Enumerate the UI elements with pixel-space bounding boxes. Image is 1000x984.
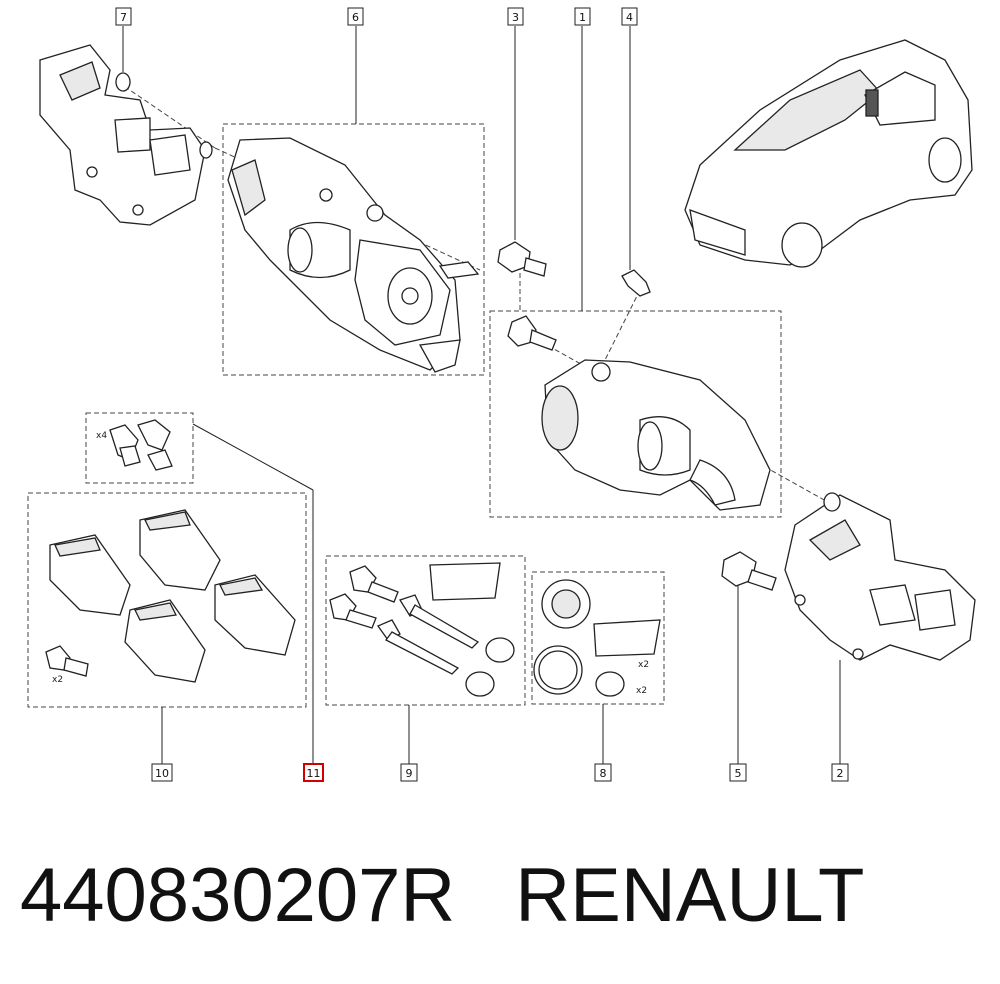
brand-name: RENAULT — [515, 853, 865, 938]
caliper-body — [507, 315, 771, 511]
group-box-8 — [531, 571, 665, 705]
group-box-9 — [325, 555, 526, 706]
axis-line-left — [117, 81, 216, 149]
brake-pads — [45, 509, 296, 683]
qty-label-seal-b: x2 — [636, 686, 647, 696]
svg-text:3: 3 — [512, 11, 519, 24]
carrier-bracket-right — [784, 492, 976, 661]
carrier-bracket-left — [39, 44, 213, 226]
bolt-5 — [721, 551, 777, 591]
qty-label-clips: x4 — [96, 431, 107, 441]
qty-label-seal-a: x2 — [638, 660, 649, 670]
guide-pin-kit — [329, 562, 515, 697]
group-box-1 — [489, 310, 782, 518]
part-number: 440830207R — [20, 853, 456, 938]
callout-1: 1 — [574, 7, 591, 26]
svg-text:7: 7 — [120, 11, 127, 24]
svg-text:9: 9 — [406, 767, 413, 780]
callout-8: 8 — [594, 763, 612, 782]
callout-5: 5 — [729, 763, 747, 782]
svg-text:2: 2 — [837, 767, 844, 780]
group-box-11 — [85, 412, 194, 484]
callout-3: 3 — [507, 7, 524, 26]
caliper-electric-park — [227, 137, 480, 373]
callout-7: 7 — [115, 7, 132, 26]
svg-text:8: 8 — [600, 767, 607, 780]
svg-text:10: 10 — [155, 767, 169, 780]
svg-text:4: 4 — [626, 11, 633, 24]
svg-text:5: 5 — [735, 767, 742, 780]
svg-text:6: 6 — [352, 11, 359, 24]
vehicle-location-illustration — [684, 39, 973, 268]
leader-11-diag — [192, 423, 314, 491]
callout-2: 2 — [831, 763, 849, 782]
bleed-screw-4 — [621, 269, 651, 297]
bolt-3 — [497, 241, 547, 277]
group-box-6 — [222, 123, 485, 376]
pad-clip-kit — [109, 419, 173, 471]
axis-line-bleed — [599, 289, 641, 371]
group-box-10 — [27, 492, 307, 708]
seal-kit — [533, 579, 661, 697]
callout-6: 6 — [347, 7, 364, 26]
callout-4: 4 — [621, 7, 638, 26]
callout-11: 11 — [303, 763, 324, 782]
callout-9: 9 — [400, 763, 418, 782]
svg-text:1: 1 — [579, 11, 586, 24]
callout-10: 10 — [151, 763, 173, 782]
svg-text:11: 11 — [307, 767, 321, 780]
qty-label-pad-bolts: x2 — [52, 675, 63, 685]
